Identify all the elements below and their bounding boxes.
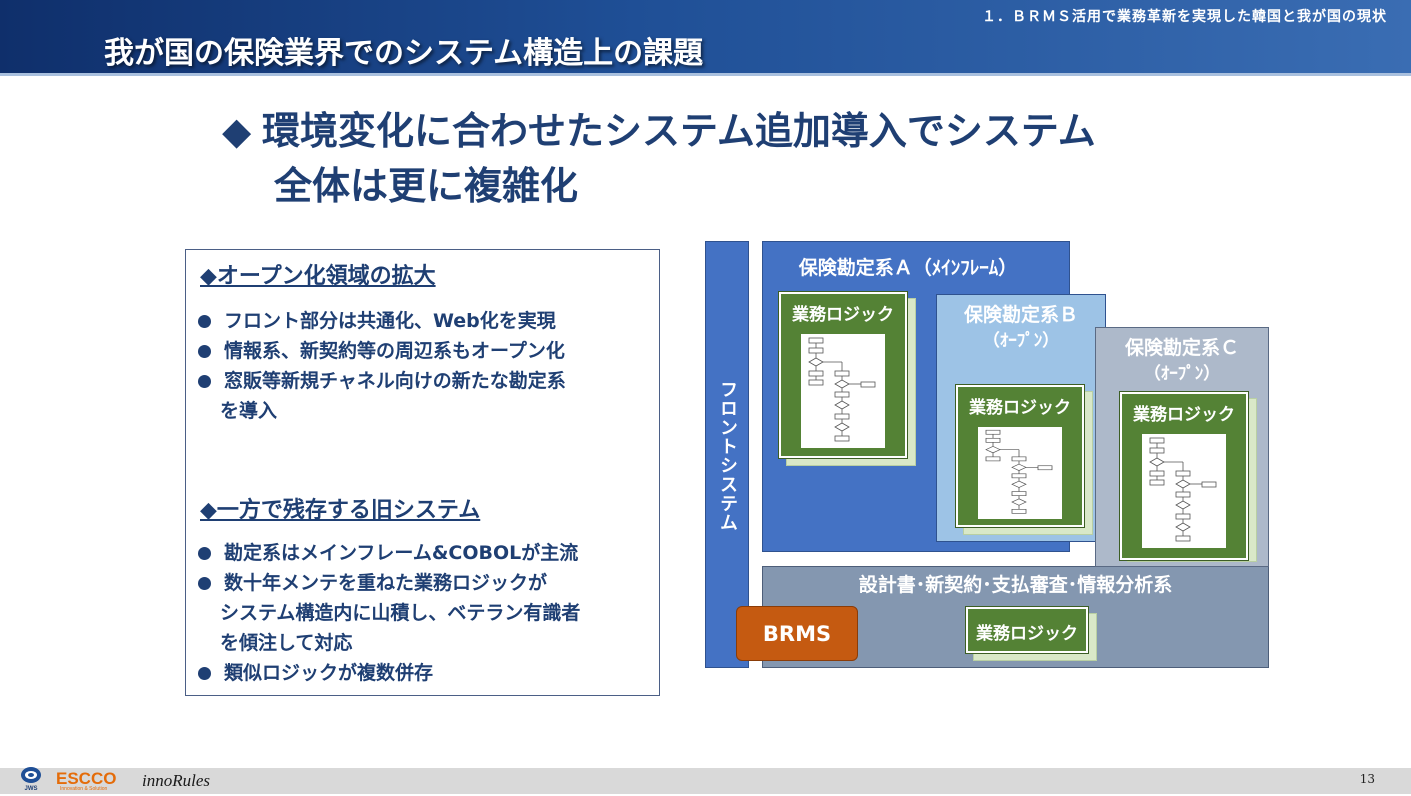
business-logic-label: 業務ロジック: [969, 398, 1071, 418]
list-item: 窓販等新規チャネル向けの新たな勘定系を導入: [198, 366, 566, 426]
bullet-dot-icon: [198, 667, 211, 680]
system-b-label: 保険勘定系Ｂ: [963, 304, 1078, 326]
jws-logo: JWS: [16, 766, 46, 792]
section-heading-legacy: ◆一方で残存する旧システム: [200, 498, 481, 523]
system-a-label: 保険勘定系Ａ（ﾒｲﾝﾌﾚｰﾑ）: [798, 257, 1018, 279]
system-c-label: 保険勘定系Ｃ: [1124, 337, 1239, 359]
flowchart-icon: [1142, 434, 1226, 548]
business-logic-label: 業務ロジック: [976, 624, 1078, 644]
bullet-dot-icon: [198, 547, 211, 560]
flowchart-icon: [801, 334, 885, 448]
list-item: 情報系、新契約等の周辺系もオープン化: [198, 336, 566, 366]
system-c-sublabel: （ｵｰﾌﾟﾝ）: [1143, 364, 1221, 384]
header-stripe: [0, 73, 1411, 76]
flowchart-icon: [978, 427, 1062, 519]
open-bullet-list: フロント部分は共通化、Web化を実現 情報系、新契約等の周辺系もオープン化 窓販…: [198, 306, 566, 426]
business-logic-card: 業務ロジック: [1119, 391, 1249, 561]
innorules-logo: innoRules: [142, 771, 210, 790]
list-item: 類似ロジックが複数併存: [198, 658, 580, 688]
bullet-dot-icon: [198, 315, 211, 328]
bullet-dot-icon: [198, 345, 211, 358]
legacy-bullet-list: 勘定系はメインフレーム&COBOLが主流 数十年メンテを重ねた業務ロジックがシス…: [198, 538, 580, 688]
front-system-bar: [705, 241, 749, 668]
business-logic-card: 業務ロジック: [955, 384, 1085, 528]
peripheral-systems-label: 設計書･新契約･支払審査･情報分析系: [858, 574, 1173, 596]
peripheral-systems-box: 設計書･新契約･支払審査･情報分析系 業務ロジック: [762, 566, 1269, 668]
bullet-dot-icon: [198, 375, 211, 388]
page-number: 13: [1359, 772, 1375, 786]
slide-footer: [0, 768, 1411, 794]
bullet-dot-icon: [198, 577, 211, 590]
system-c-box: 保険勘定系Ｃ （ｵｰﾌﾟﾝ） 業務ロジック: [1095, 327, 1269, 567]
escco-logo: ESCCO: [56, 769, 117, 788]
section-label: １．ＢＲＭＳ活用で業務革新を実現した韓国と我が国の現状: [982, 9, 1387, 25]
list-item: 数十年メンテを重ねた業務ロジックがシステム構造内に山積し、ベテラン有識者を傾注し…: [198, 568, 580, 658]
list-item: 勘定系はメインフレーム&COBOLが主流: [198, 538, 580, 568]
list-item: フロント部分は共通化、Web化を実現: [198, 306, 566, 336]
business-logic-label: 業務ロジック: [792, 305, 894, 325]
section-heading-open: ◆オープン化領域の拡大: [200, 264, 436, 289]
slide-header: [0, 0, 1411, 76]
system-b-box: 保険勘定系Ｂ （ｵｰﾌﾟﾝ） 業務ロジック: [936, 294, 1106, 542]
main-heading-line1: 環境変化に合わせたシステム追加導入でシステム: [262, 109, 1096, 153]
slide-title: 我が国の保険業界でのシステム構造上の課題: [104, 36, 704, 71]
system-b-sublabel: （ｵｰﾌﾟﾝ）: [982, 331, 1060, 351]
business-logic-card: 業務ロジック: [965, 606, 1089, 654]
escco-logo-tagline: Innovation & Solution: [60, 786, 108, 792]
main-heading-line2: 全体は更に複雑化: [274, 164, 579, 208]
front-system-label: フロントシステム: [717, 380, 738, 532]
diamond-bullet-icon: ◆: [222, 109, 252, 153]
issues-panel: ◆オープン化領域の拡大 フロント部分は共通化、Web化を実現 情報系、新契約等の…: [185, 249, 660, 696]
main-heading: ◆環境変化に合わせたシステム追加導入でシステム 全体は更に複雑化: [222, 104, 1096, 214]
business-logic-label: 業務ロジック: [1133, 405, 1235, 425]
business-logic-card: 業務ロジック: [778, 291, 908, 459]
svg-text:JWS: JWS: [24, 786, 37, 792]
brms-box: BRMS: [736, 606, 858, 661]
